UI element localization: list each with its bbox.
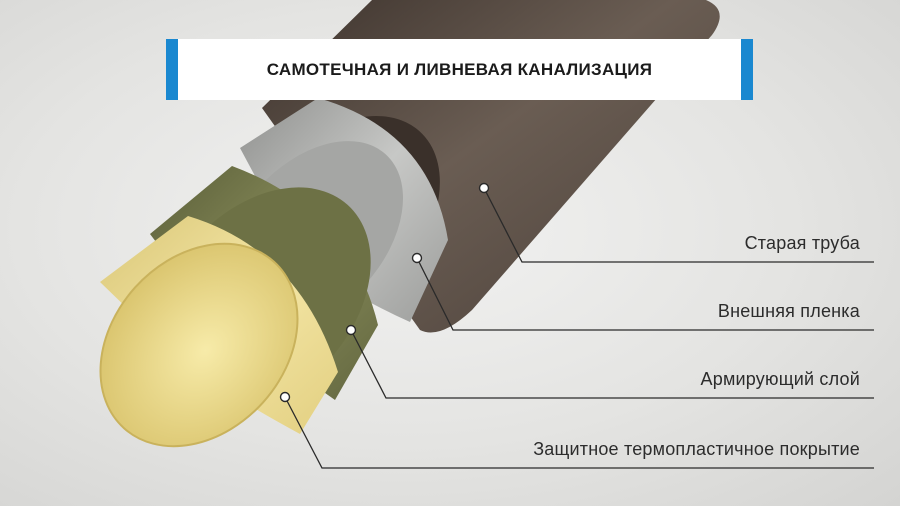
leader-dots [279,182,490,403]
liner-opening [99,242,299,448]
title-banner: САМОТЕЧНАЯ И ЛИВНЕВАЯ КАНАЛИЗАЦИЯ [166,39,753,100]
label-outer-film: Внешняя пленка [717,301,860,321]
dot-old-pipe [478,182,490,194]
label-reinforcing-layer: Армирующий слой [700,369,860,389]
dot-liner [279,391,291,403]
page-title: САМОТЕЧНАЯ И ЛИВНЕВАЯ КАНАЛИЗАЦИЯ [266,59,653,79]
dot-film [411,252,423,264]
leader-line-reinforcing [350,329,874,399]
leader-line-old-pipe [483,187,874,263]
leader-lines [284,187,874,469]
label-thermoplastic-coating: Защитное термопластичное покрытие [533,439,860,459]
dot-reinforcing [345,324,357,336]
label-old-pipe: Старая труба [744,233,860,253]
leader-line-film [416,257,874,331]
leader-line-liner [284,396,874,469]
